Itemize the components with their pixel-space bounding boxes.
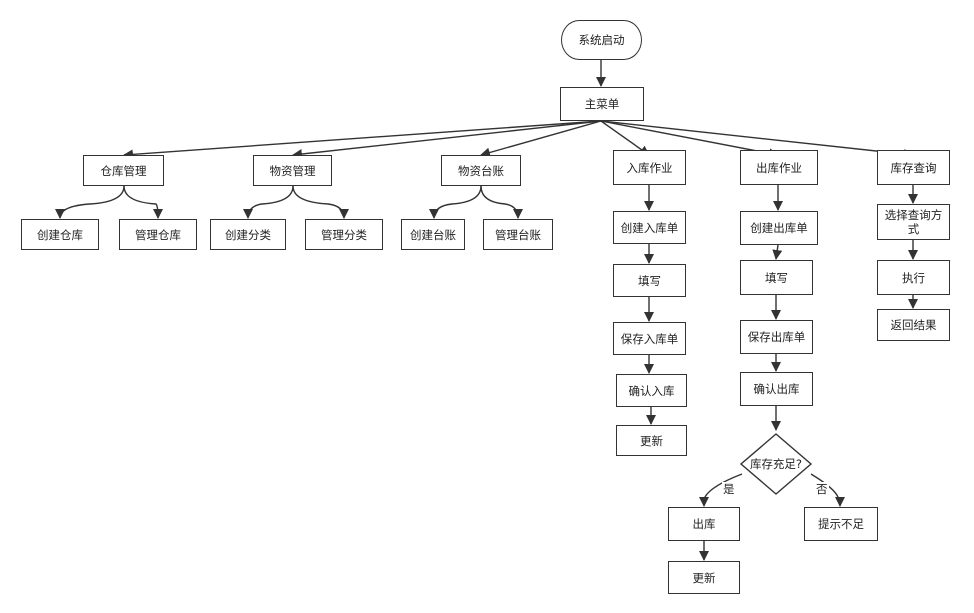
inbound-fill-node: 填写: [613, 264, 686, 297]
inbound-update-node: 更新: [616, 425, 687, 456]
save-inbound-node: 保存入库单: [613, 322, 686, 355]
edge-no-branch: [810, 473, 845, 507]
edge-outbound-2: [772, 244, 783, 260]
do-outbound-node: 出库: [668, 507, 740, 541]
warehouse-mgmt-node: 仓库管理: [83, 155, 164, 186]
stock-check-decision: 库存充足?: [749, 457, 803, 471]
confirm-inbound-node: 确认入库: [616, 374, 687, 407]
start-node: 系统启动: [561, 20, 642, 60]
create-outbound-node: 创建出库单: [740, 211, 818, 245]
manage-category-node: 管理分类: [305, 219, 383, 250]
select-query-node: 选择查询方式: [877, 204, 950, 240]
return-result-node: 返回结果: [877, 309, 950, 341]
insufficient-node: 提示不足: [804, 507, 878, 541]
edge-menu-to-query: [600, 120, 914, 159]
confirm-outbound-node: 确认出库: [740, 372, 813, 406]
edge-yes-branch: [699, 473, 743, 507]
edge-warehouse-to-create: [55, 185, 125, 219]
no-label: 否: [815, 482, 829, 496]
manage-ledger-node: 管理台账: [483, 219, 553, 250]
edge-menu-to-ledger: [480, 120, 602, 158]
edge-menu-to-outbound: [600, 120, 779, 159]
save-outbound-node: 保存出库单: [740, 320, 813, 354]
create-category-node: 创建分类: [210, 219, 286, 250]
edge-warehouse-to-manage: [123, 185, 163, 219]
execute-node: 执行: [877, 260, 950, 295]
create-inbound-node: 创建入库单: [613, 211, 686, 244]
inventory-query-node: 库存查询: [877, 150, 950, 185]
manage-warehouse-node: 管理仓库: [119, 219, 197, 250]
create-ledger-node: 创建台账: [401, 219, 465, 250]
decision-diamond: [739, 433, 813, 495]
edge-ledger-to-create: [429, 185, 482, 219]
edge-menu-to-inbound: [600, 120, 650, 156]
outbound-node: 出库作业: [740, 150, 818, 185]
edge-menu-to-warehouse: [123, 120, 602, 160]
edge-material-to-create: [243, 185, 294, 219]
yes-label: 是: [722, 482, 736, 496]
edge-ledger-to-manage: [480, 185, 523, 219]
inbound-node: 入库作业: [613, 150, 686, 185]
create-warehouse-node: 创建仓库: [21, 219, 99, 250]
edge-material-to-manage: [292, 185, 349, 219]
material-ledger-node: 物资台账: [441, 155, 521, 186]
main-menu-node: 主菜单: [560, 87, 644, 121]
material-mgmt-node: 物资管理: [253, 155, 332, 186]
outbound-update-node: 更新: [668, 561, 740, 594]
outbound-fill-node: 填写: [740, 260, 813, 295]
edge-menu-to-material: [292, 120, 602, 159]
